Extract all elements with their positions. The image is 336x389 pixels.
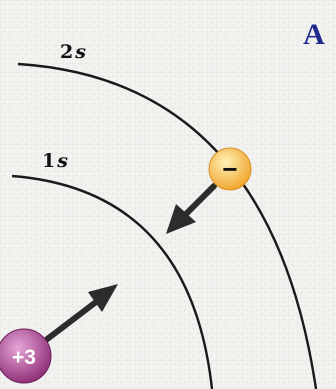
nucleus-sphere — [0, 328, 52, 384]
orbit-1s-arc — [11, 174, 214, 389]
electron-sphere — [208, 147, 252, 191]
nucleus-arrow — [43, 284, 118, 343]
electron-arrow — [166, 183, 217, 234]
nucleus-charge-label: +3 — [12, 346, 36, 369]
nucleus: +3 — [0, 328, 52, 384]
electron: − — [208, 147, 252, 191]
electron-charge-label: − — [222, 154, 237, 184]
panel-label: A — [303, 18, 325, 51]
